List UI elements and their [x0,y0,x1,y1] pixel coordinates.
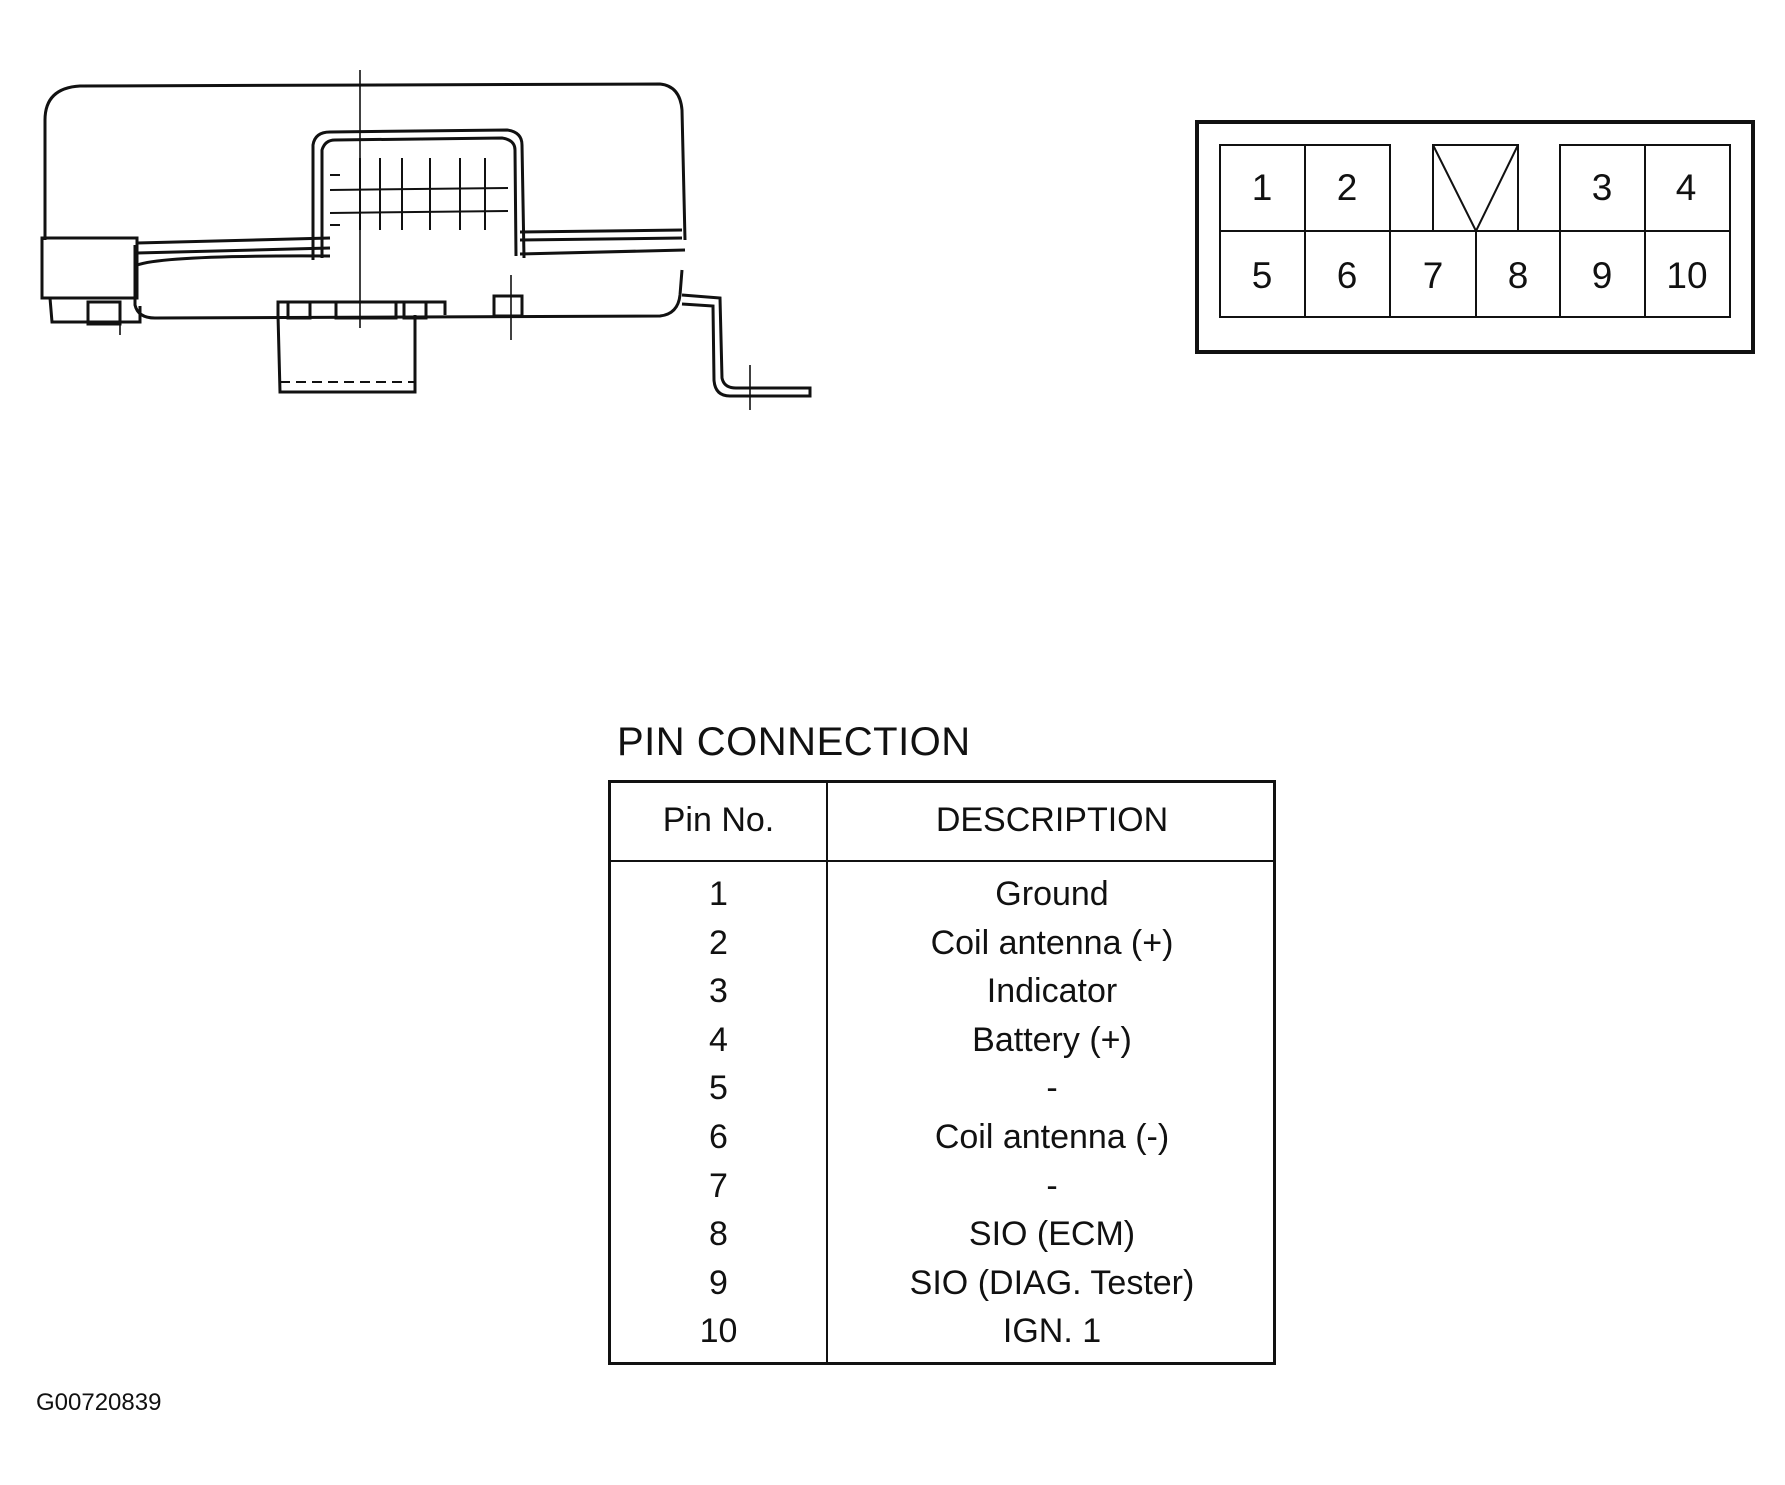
pin-description-cell: - [1046,1166,1058,1205]
pin-label-10: 10 [1666,255,1707,296]
table-row: 4 Battery (+) [611,1023,1273,1072]
left-bracket [40,236,139,300]
right-mounting-tab [681,293,812,398]
pin-number-cell: 1 [709,875,728,913]
pin-number-cell: 3 [709,972,728,1011]
table-row: 7 - [611,1169,1273,1218]
pin-label-6: 6 [1337,255,1358,296]
table-row: 3 Indicator [611,974,1273,1023]
keyway-triangle [1432,144,1519,234]
pin-description-cell: - [1046,1069,1058,1108]
table-body: 1 Ground 2 Coil antenna (+) 3 Indicator … [611,877,1273,1363]
pin-cell-10 [1644,230,1731,318]
pin-number-cell: 2 [709,923,728,962]
center-connector-outline [311,128,526,260]
pin-table-title: PIN CONNECTION [617,720,971,764]
pin-label-7: 7 [1423,255,1444,296]
pin-number-cell: 5 [709,1069,728,1108]
pin-description-cell: IGN. 1 [1002,1312,1102,1351]
pin-label-8: 8 [1508,255,1529,296]
pin-number-cell: 10 [699,1312,738,1351]
pin-label-4: 4 [1676,167,1697,208]
pin-description-cell: Coil antenna (-) [934,1117,1170,1156]
pin-label-3: 3 [1592,167,1613,208]
header-description: DESCRIPTION [935,801,1169,839]
pin-label-1: 1 [1252,167,1273,208]
pin-number-cell: 8 [709,1215,728,1254]
pin-number-cell: 7 [709,1166,728,1205]
table-row: 9 SIO (DIAG. Tester) [611,1266,1273,1315]
pin-number-cell: 6 [709,1117,728,1156]
table-row: 5 - [611,1071,1273,1120]
module-side-view-drawing [40,70,812,410]
connector-face-outline [1195,120,1755,354]
pin-description-cell: Coil antenna (+) [930,923,1174,962]
module-housing-outline [43,82,687,241]
table-row: 10 IGN. 1 [611,1314,1273,1363]
pin-description-cell: SIO (DIAG. Tester) [909,1263,1195,1302]
figure-id-label: G00720839 [36,1389,162,1416]
pin-description-cell: Ground [995,875,1109,913]
header-pin-no: Pin No. [662,801,775,839]
pin-label-2: 2 [1337,167,1358,208]
lower-mount-block [276,300,447,315]
pin-label-9: 9 [1592,255,1613,296]
pin-label-5: 5 [1252,255,1273,296]
pin-description-cell: Battery (+) [972,1020,1132,1059]
table-column-divider [826,783,828,1362]
pin-description-cell: Indicator [986,972,1118,1011]
pin-connection-table: Pin No. DESCRIPTION 1 Ground 2 Coil ante… [608,780,1276,1365]
table-row: 8 SIO (ECM) [611,1217,1273,1266]
table-row: 2 Coil antenna (+) [611,926,1273,975]
table-row: 1 Ground [611,877,1273,926]
connector-pin-face-diagram: 1 2 3 4 5 6 7 8 9 10 [1195,120,1755,354]
pin-number-cell: 9 [709,1263,728,1302]
keyway-lock [1432,144,1519,232]
pin-number-cell: 4 [709,1020,728,1059]
table-row: 6 Coil antenna (-) [611,1120,1273,1169]
table-header-divider [611,860,1273,862]
pin-description-cell: SIO (ECM) [968,1215,1136,1254]
